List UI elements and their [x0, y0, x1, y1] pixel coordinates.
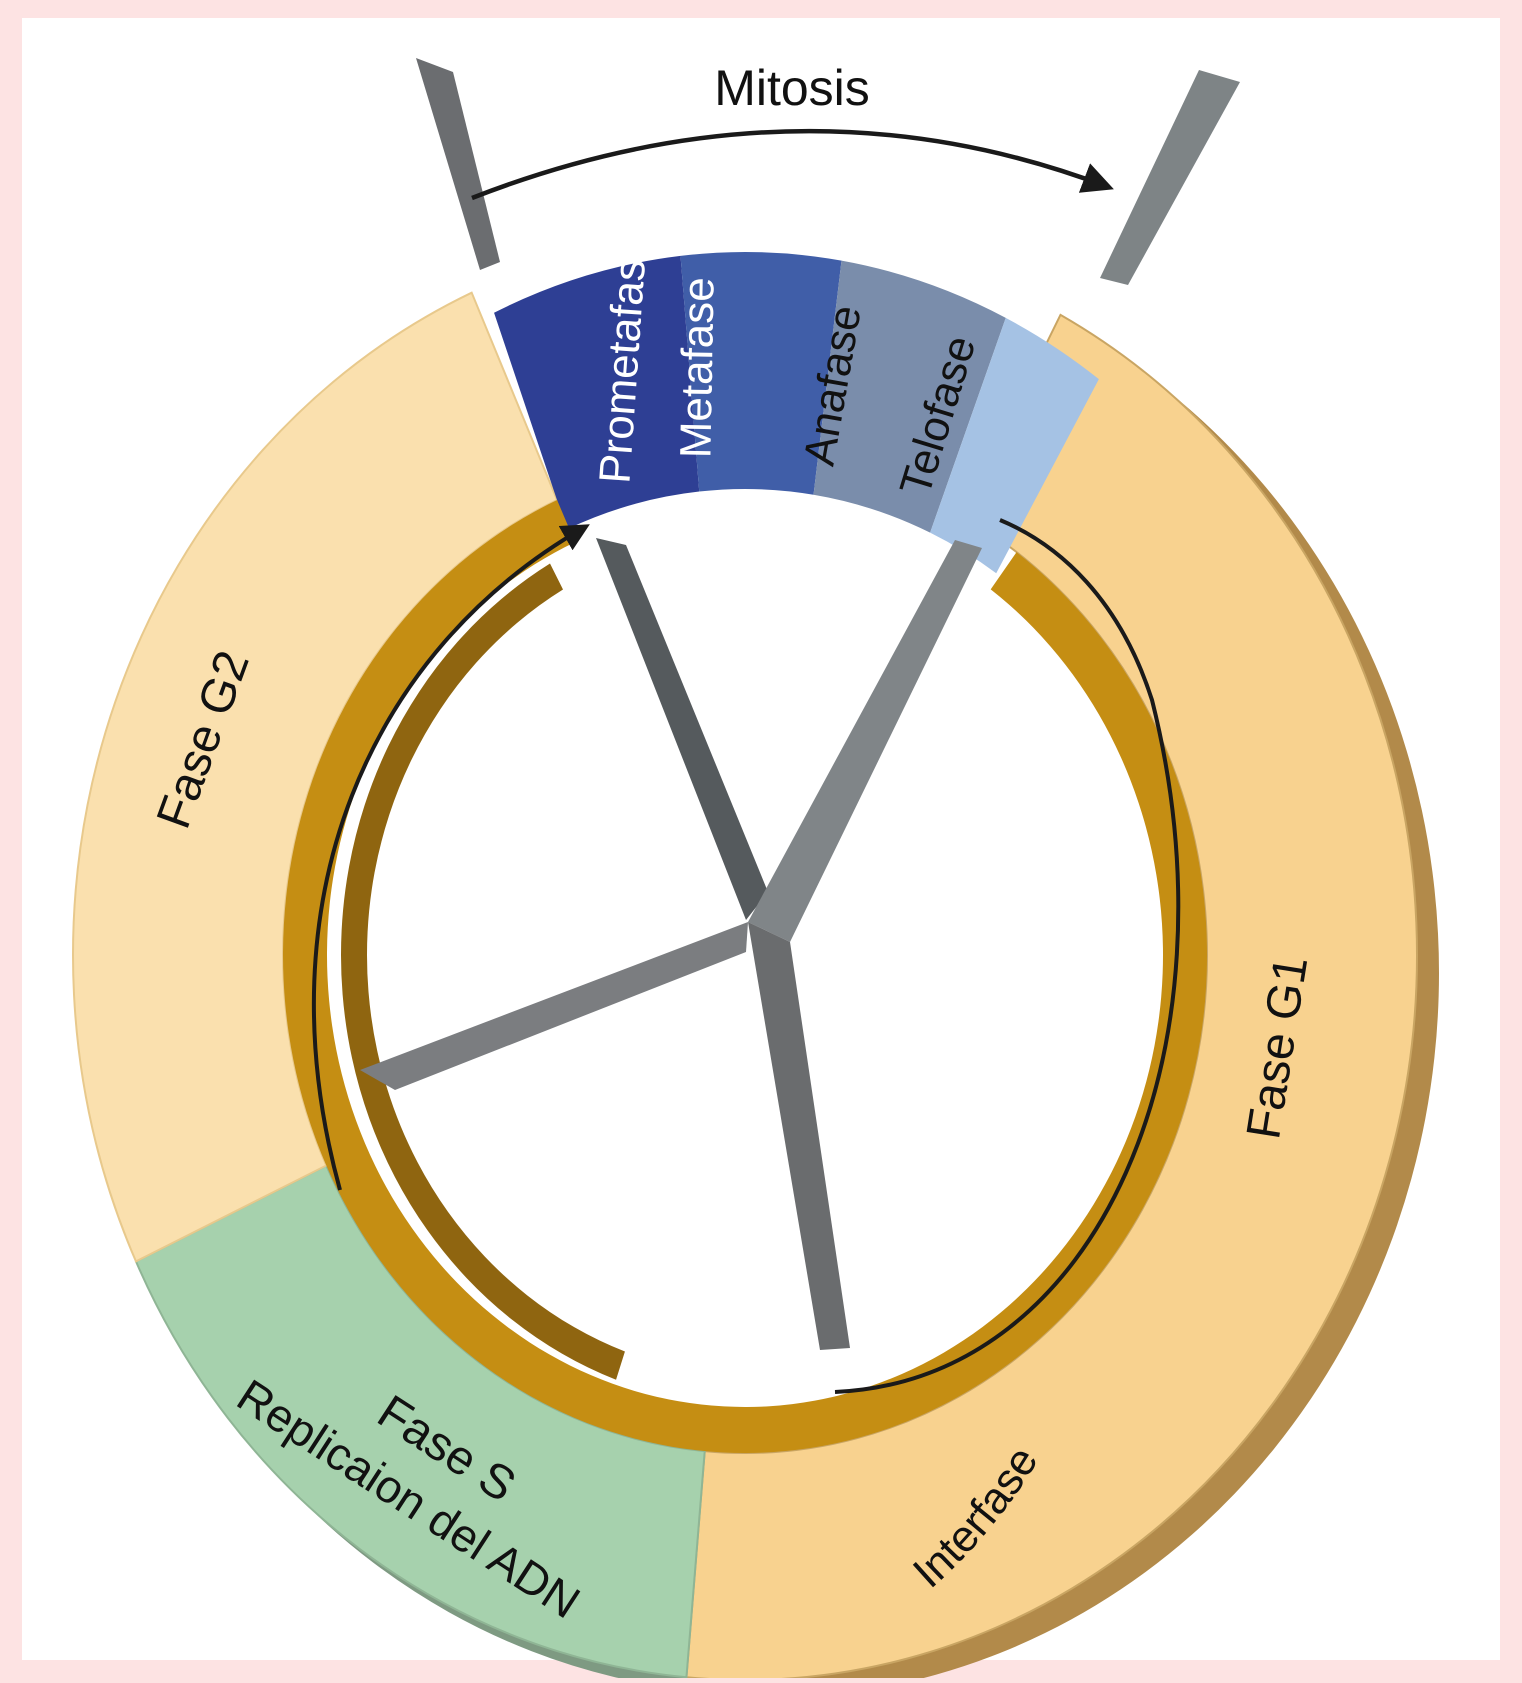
spindle-bar-top-left — [416, 58, 500, 270]
mitosis-phase-ring — [494, 252, 1099, 574]
metafase-label: Metafase — [671, 277, 723, 459]
mitosis-sector-2 — [680, 252, 842, 495]
mitosis-sector-3 — [813, 260, 1006, 533]
cycle-arrow-left — [311, 524, 590, 1191]
spindle-bar-left — [596, 538, 768, 920]
mitosis-sector-1 — [494, 255, 700, 530]
spindle-bar-bottom — [748, 922, 850, 1350]
cycle-arrow-right — [834, 518, 1181, 1394]
spindle-bar-lower-left — [360, 922, 748, 1090]
mitosis-title: Mitosis — [714, 60, 870, 116]
mitosis-sector-4 — [930, 317, 1099, 574]
interphase-inner-ring — [282, 500, 1207, 1453]
spindle-bar-top-right — [1100, 70, 1240, 285]
mitosis-arrow — [471, 128, 1114, 201]
spindle-bars — [360, 58, 1240, 1350]
spindle-bar-right — [748, 540, 982, 942]
gold-ring-inner-lip — [341, 563, 625, 1380]
